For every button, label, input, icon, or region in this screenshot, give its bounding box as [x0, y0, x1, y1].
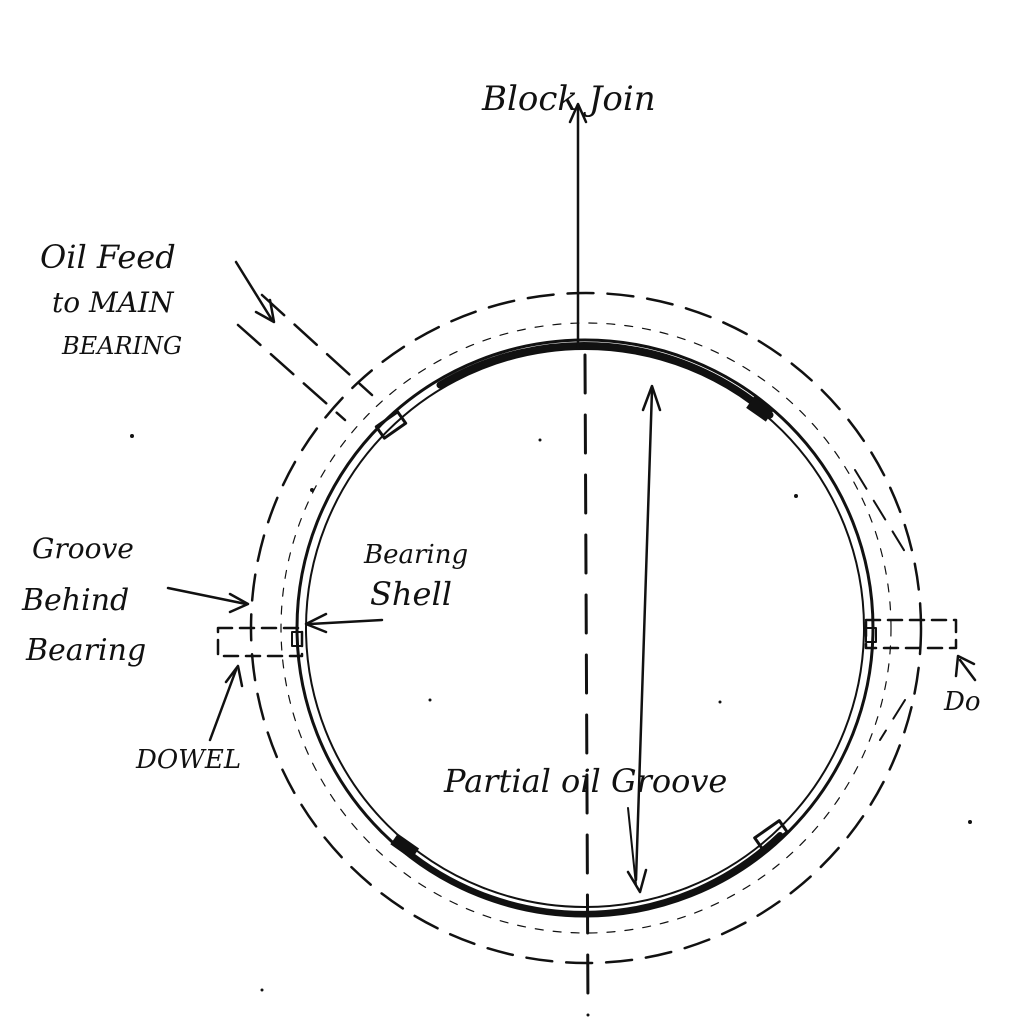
- label-dowel-right: Do: [943, 687, 981, 717]
- groove-end-block-top-left: [374, 410, 408, 440]
- dowel-left: [216, 626, 304, 658]
- right-dashed-construction: [854, 469, 911, 561]
- label-bearing-shell-1: Bearing: [363, 540, 468, 570]
- oil-feed-arrow-head: [254, 298, 276, 324]
- label-groove-2: Behind: [21, 583, 129, 618]
- groove-end-block-bottom-right: [753, 819, 789, 851]
- groove-arrow-head: [228, 592, 250, 614]
- label-partial-oil-groove: Partial oil Groove: [443, 762, 727, 800]
- oil-feed-pipe-line-2: [236, 323, 347, 422]
- groove-end-block-top-right: [746, 396, 774, 422]
- dowel-left-arrow-line: [208, 668, 238, 742]
- label-oil-feed-3: BEARING: [61, 332, 182, 360]
- groove-diameter-arrow-head-top: [641, 384, 662, 412]
- label-oil-feed-1: Oil Feed: [40, 238, 176, 276]
- bearing-shell-inner: [305, 348, 865, 908]
- label-groove-3: Bearing: [25, 633, 146, 668]
- label-dowel-left: DOWEL: [135, 745, 241, 775]
- label-oil-feed-2: to MAIN: [52, 286, 175, 319]
- scan-noise: [130, 434, 972, 992]
- dowel-right: [864, 618, 958, 650]
- partial-groove-pointer: [627, 807, 637, 886]
- groove-diameter-arrow-line: [634, 388, 654, 882]
- oil-feed-arrow: [234, 260, 274, 322]
- bearing-shell-arrow-line: [308, 618, 384, 626]
- label-bearing-shell-2: Shell: [370, 575, 452, 613]
- partial-oil-groove-top: [436, 341, 774, 419]
- centre-dashed-line: [583, 353, 590, 1017]
- block-join-arrow-head: [568, 102, 588, 124]
- dowel-right-arrow-head: [954, 654, 976, 678]
- label-block-join: Block Join: [481, 79, 656, 119]
- label-groove-1: Groove: [32, 532, 134, 565]
- bearing-shell-arrow-head: [304, 612, 328, 634]
- dowel-left-arrow-head: [224, 664, 244, 688]
- groove-diameter-arrow-head-bottom: [626, 868, 648, 894]
- groove-end-block-bottom-left: [390, 833, 420, 860]
- inner-dashed-circle: [280, 322, 892, 934]
- groove-arrow-line: [166, 586, 248, 606]
- dowel-left-tab: [291, 631, 303, 647]
- dowel-right-arrow-line: [958, 658, 977, 682]
- dowel-right-tab: [865, 627, 877, 643]
- partial-oil-groove-bottom: [402, 832, 783, 917]
- oil-feed-pipe-line-1: [260, 293, 374, 397]
- right-lower-dashed-construction: [879, 699, 906, 741]
